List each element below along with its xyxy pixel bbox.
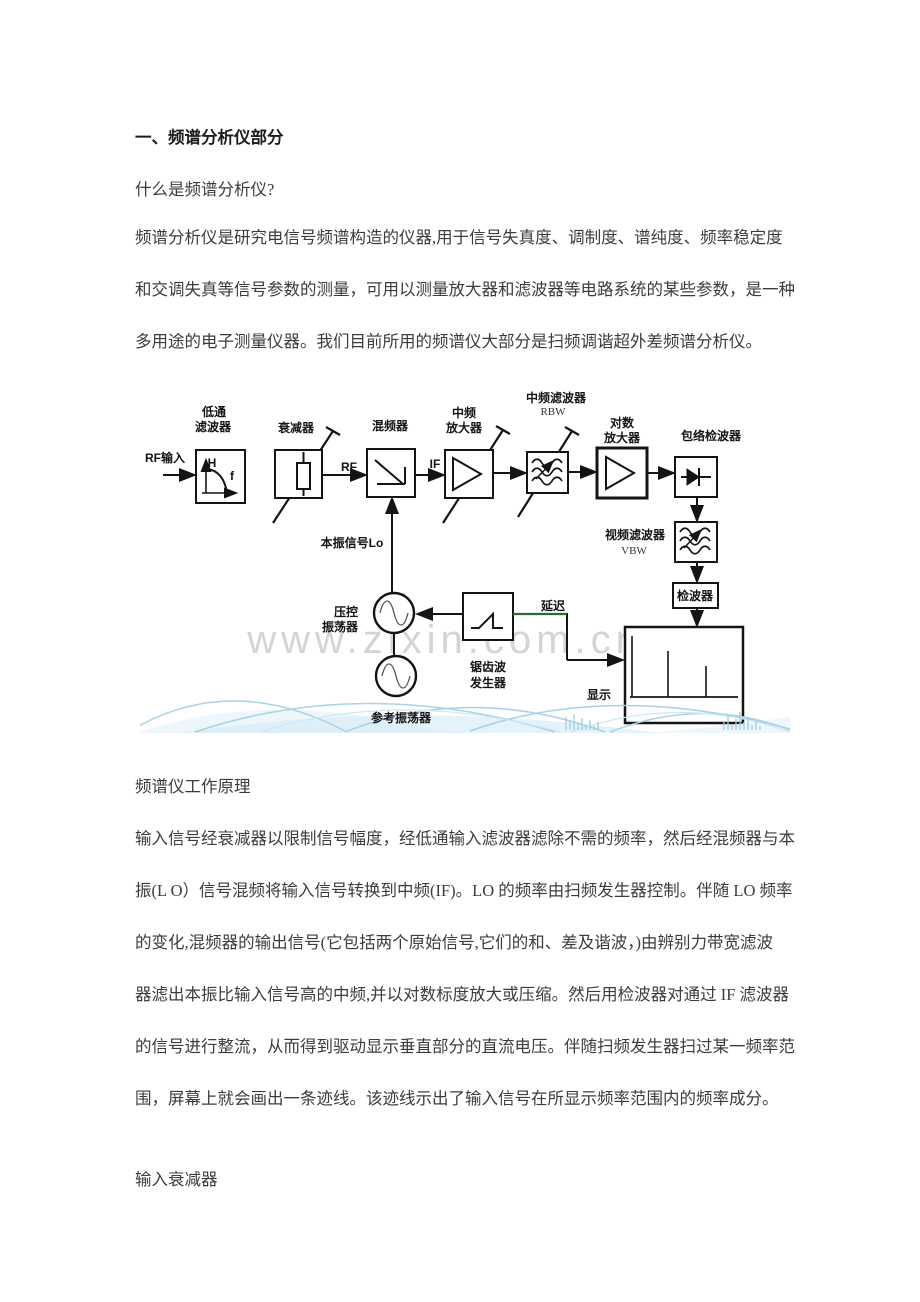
ref-sine bbox=[381, 663, 411, 689]
wave-bars bbox=[565, 712, 761, 730]
paragraph2-line3: 的变化,混频器的输出信号(它包括两个原始信号,它们的和、差及谐波，)由辨别力带宽… bbox=[135, 933, 773, 952]
display-box bbox=[623, 625, 745, 725]
paragraph2-line4: 器滤出本振比输入信号高的中频,并以对数标度放大或压缩。然后用检波器对通过 IF … bbox=[135, 985, 790, 1004]
section1-heading: 一、频谱分析仪部分 bbox=[135, 129, 284, 147]
display-label: 显示 bbox=[587, 688, 611, 702]
lo-signal-label: 本振信号Lo bbox=[321, 535, 384, 550]
sawtooth-generator-box bbox=[462, 592, 514, 641]
log-amp-label-1: 对数 bbox=[610, 415, 635, 430]
lpf-label-1: 低通 bbox=[201, 404, 226, 419]
watermark-text: www.zixin.com.cn bbox=[246, 618, 643, 662]
if-filter-label: 中频滤波器 bbox=[526, 390, 587, 405]
rbw-label: RBW bbox=[540, 406, 566, 418]
log-amp-label-2: 放大器 bbox=[603, 430, 641, 445]
paragraph2-line2: 振(L O）信号混频将输入信号转换到中频(IF)。LO 的频率由扫频发生器控制。… bbox=[135, 881, 793, 900]
paragraph2-line1: 输入信号经衰减器以限制信号幅度，经低通输入滤波器滤除不需的频率，然后经混频器与本 bbox=[135, 829, 795, 848]
vco-sine bbox=[379, 600, 409, 626]
paragraph1-line2: 和交调失真等信号参数的测量，可用以测量放大器和滤波器等电路系统的某些参数，是一种 bbox=[135, 280, 795, 299]
if-label: IF bbox=[430, 457, 441, 471]
log-amp-triangle bbox=[605, 455, 637, 491]
decorative-waves bbox=[129, 700, 797, 741]
paragraph2-line5: 的信号进行整流，从而得到驱动显示垂直部分的直流电压。伴随扫频发生器扫过某一频率范 bbox=[135, 1037, 795, 1056]
spectrum-analyzer-block-diagram: www.zixin.com.cn bbox=[129, 390, 797, 741]
mixer-label: 混频器 bbox=[372, 418, 409, 433]
ref-oscillator-label: 参考振荡器 bbox=[371, 710, 432, 725]
vco-label-2: 振荡器 bbox=[322, 619, 359, 634]
detector-box bbox=[672, 582, 719, 609]
video-filter-label: 视频滤波器 bbox=[605, 527, 666, 542]
spectrum-analyzer-figure: www.zixin.com.cn bbox=[129, 383, 797, 741]
footer-heading: 输入衰减器 bbox=[135, 1170, 218, 1189]
signal-path-arrows bbox=[163, 465, 704, 667]
sawtooth-label-2: 发生器 bbox=[469, 675, 507, 690]
sawtooth-glyph bbox=[471, 611, 503, 629]
vbw-label: VBW bbox=[621, 545, 647, 557]
lpf-curve bbox=[206, 468, 228, 494]
axis-h-label: H bbox=[208, 456, 217, 470]
block-glyphs bbox=[200, 452, 738, 698]
envelope-detector-label: 包络检波器 bbox=[680, 428, 742, 443]
video-filter-box bbox=[674, 521, 718, 563]
detector-label: 检波器 bbox=[677, 588, 714, 603]
section2-title: 频谱仪工作原理 bbox=[135, 777, 251, 796]
mixer-glyph bbox=[374, 459, 406, 485]
if-amp-label-1: 中频 bbox=[452, 405, 476, 420]
delay-label: 延迟 bbox=[540, 598, 565, 613]
paragraph2-line6: 围，屏幕上就会画出一条迹线。该迹线示出了输入信号在所显示频率范围内的频率成分。 bbox=[135, 1089, 779, 1108]
question-line: 什么是频谱分析仪? bbox=[135, 180, 275, 199]
rf-label: RF bbox=[341, 460, 357, 474]
paragraph1-line1: 频谱分析仪是研究电信号频谱构造的仪器,用于信号失真度、调制度、谱纯度、频率稳定度 bbox=[135, 228, 783, 247]
paragraph1-line3: 多用途的电子测量仪器。我们目前所用的频谱仪大部分是扫频调谐超外差频谱分析仪。 bbox=[135, 332, 762, 351]
vco-label-1: 压控 bbox=[334, 604, 358, 619]
lpf-label-2: 滤波器 bbox=[195, 419, 232, 434]
diode-glyph bbox=[686, 468, 700, 486]
rf-input-label: RF输入 bbox=[145, 450, 185, 465]
if-amp-label-2: 放大器 bbox=[445, 420, 483, 435]
axis-f-label: f bbox=[230, 469, 235, 483]
if-filter-box bbox=[526, 451, 569, 494]
if-amp-triangle bbox=[452, 456, 484, 492]
sawtooth-label-1: 锯齿波 bbox=[470, 659, 507, 674]
attenuator-label: 衰减器 bbox=[277, 420, 315, 435]
